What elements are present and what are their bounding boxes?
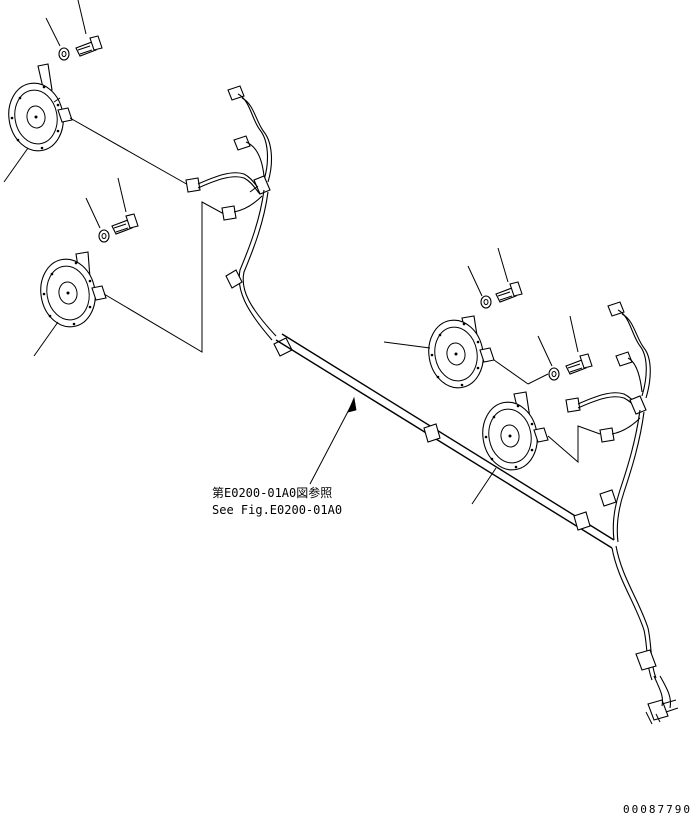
bolt-top-left xyxy=(75,35,103,57)
wiring-harness xyxy=(185,85,615,549)
wiring-harness-right xyxy=(565,301,679,725)
bolt-mid-left xyxy=(111,213,139,235)
horn-mid-left xyxy=(40,251,107,328)
bolt-upper-right xyxy=(495,281,523,303)
reference-note-english: See Fig.E0200-01A0 xyxy=(212,503,342,517)
horn-rim-bolts xyxy=(484,404,534,469)
reference-callout xyxy=(309,396,357,485)
washer-top-left xyxy=(58,47,70,61)
bolt-lower-right xyxy=(565,353,593,375)
horn-rim-bolts xyxy=(10,85,60,150)
washer-lower-right xyxy=(548,367,560,381)
reference-note-japanese: 第E0200-01A0図参照 xyxy=(212,485,332,500)
horn-rim-bolts xyxy=(430,322,480,387)
horn-rim-bolts xyxy=(42,261,92,326)
horn-lower-right xyxy=(482,391,549,471)
drawing-number: 00087790 xyxy=(623,803,692,816)
washer-upper-right xyxy=(480,295,492,309)
horn-upper-right xyxy=(428,315,495,389)
horn-top-left xyxy=(8,63,73,152)
washer-mid-left xyxy=(98,229,110,243)
